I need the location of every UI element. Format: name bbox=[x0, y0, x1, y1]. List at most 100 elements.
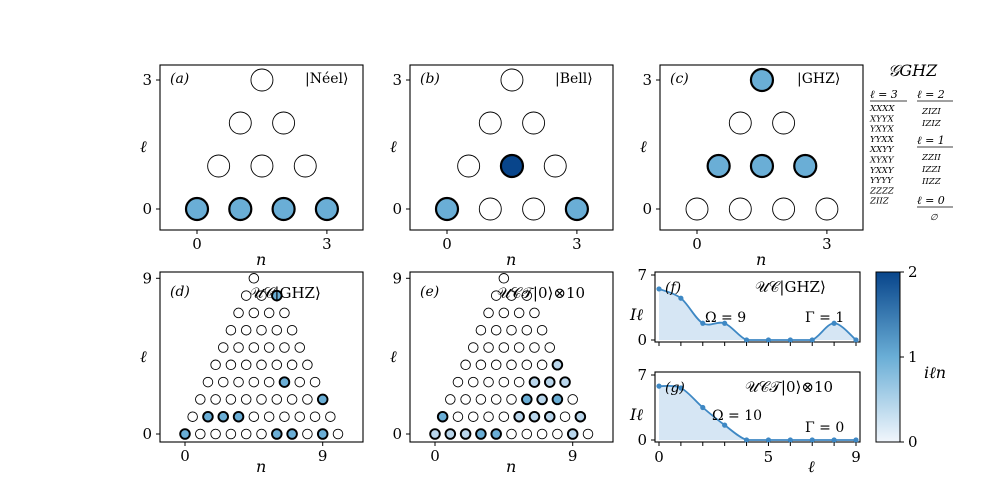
ghz-string-8: ZZZZ bbox=[869, 186, 895, 196]
curve-point-3 bbox=[722, 422, 728, 428]
panel-d-frame bbox=[159, 271, 364, 443]
ytick-0: 0 bbox=[392, 425, 402, 443]
panel-a-frame bbox=[159, 64, 364, 231]
panel-d-dots bbox=[179, 273, 344, 440]
dot-l3-n1 bbox=[468, 376, 479, 388]
dot-l1-n8 bbox=[309, 411, 321, 422]
panel-g-xlabel: ℓ bbox=[808, 457, 815, 476]
dot-l2-n6 bbox=[286, 394, 298, 405]
dot-l4-n6 bbox=[302, 359, 313, 371]
dot-l3-n4 bbox=[513, 376, 525, 388]
dot-l2-n1 bbox=[522, 111, 546, 135]
dot-l2-n4 bbox=[256, 394, 267, 405]
dot-l0-n3 bbox=[225, 428, 237, 440]
panel-a-tag: (a) bbox=[170, 71, 189, 87]
ghz-string-3: YYXX bbox=[870, 135, 894, 145]
curve-point-9 bbox=[853, 437, 859, 443]
dot-l8-n2 bbox=[271, 289, 283, 302]
dot-l1-n2 bbox=[217, 410, 229, 423]
ytick-0: 0 bbox=[142, 425, 152, 443]
dot-l0-n5 bbox=[256, 428, 267, 440]
dot-l2-n7 bbox=[302, 394, 313, 405]
dot-l3-n0 bbox=[749, 67, 775, 93]
dot-l2-n0 bbox=[445, 394, 456, 405]
panel-f-curve bbox=[656, 286, 859, 343]
dot-l1-n4 bbox=[248, 411, 260, 422]
panel-g-gamma: Γ = 0 bbox=[805, 420, 844, 436]
ytick-7: 7 bbox=[637, 366, 647, 384]
xtick-9: 9 bbox=[568, 447, 578, 465]
dot-l0-n9 bbox=[316, 428, 329, 440]
dot-l3-n2 bbox=[483, 376, 494, 388]
dot-l6-n2 bbox=[256, 324, 267, 336]
panel-e-frame bbox=[409, 271, 614, 443]
dot-l2-n2 bbox=[475, 394, 487, 405]
dot-l5-n1 bbox=[483, 342, 494, 353]
dot-l3-n4 bbox=[263, 376, 275, 388]
dot-l2-n1 bbox=[272, 111, 296, 135]
dot-l1-n2 bbox=[468, 411, 479, 422]
dot-l4-n3 bbox=[506, 359, 517, 371]
dot-l3-n3 bbox=[248, 376, 260, 388]
curve-line bbox=[658, 384, 856, 441]
dot-l0-n2 bbox=[459, 428, 472, 440]
curve-point-7 bbox=[809, 337, 815, 343]
dot-l6-n1 bbox=[240, 324, 252, 336]
ytick-0: 0 bbox=[637, 431, 647, 449]
panel-d-tag: (d) bbox=[170, 284, 190, 300]
ghz-string-1: XYYX bbox=[869, 114, 894, 124]
dot-l6-n3 bbox=[271, 324, 283, 336]
dot-l6-n2 bbox=[506, 324, 517, 336]
xtick-3: 3 bbox=[572, 235, 582, 253]
dot-l2-n3 bbox=[490, 394, 502, 405]
ghz-string-0: ZZII bbox=[921, 153, 941, 163]
dot-l0-n10 bbox=[582, 428, 594, 440]
dot-l6-n3 bbox=[521, 324, 533, 336]
dot-l6-n4 bbox=[536, 324, 548, 336]
xtick-0: 0 bbox=[442, 235, 452, 253]
dot-l1-n3 bbox=[483, 411, 494, 422]
ytick-0: 0 bbox=[142, 200, 152, 218]
dot-l4-n5 bbox=[286, 359, 298, 371]
dot-l0-n1 bbox=[195, 428, 206, 440]
curve-area bbox=[659, 385, 856, 440]
panel-e-tag: (e) bbox=[420, 284, 439, 300]
curve-point-7 bbox=[809, 437, 815, 443]
dot-l3-n2 bbox=[233, 376, 244, 388]
ytick-9: 9 bbox=[142, 269, 152, 287]
dot-l5-n1 bbox=[233, 342, 244, 353]
dot-l1-n9 bbox=[325, 411, 336, 422]
panel-b-xlabel: n bbox=[506, 250, 516, 269]
dot-l1-n5 bbox=[513, 410, 525, 423]
panel-c-dots bbox=[685, 67, 839, 221]
dot-l2-n0 bbox=[195, 394, 206, 405]
ghz-string-1: IZZI bbox=[921, 165, 941, 175]
dot-l0-n2 bbox=[271, 196, 296, 222]
ghz-string-0: ∅ bbox=[930, 213, 938, 223]
panel-b-frame bbox=[409, 64, 614, 231]
panel-e-title: 𝒰𝒞𝒯|0⟩⊗10 bbox=[497, 284, 585, 302]
dot-l1-n0 bbox=[457, 154, 481, 178]
dot-l7-n0 bbox=[483, 307, 494, 319]
dot-l1-n2 bbox=[293, 154, 317, 178]
dot-l1-n5 bbox=[263, 411, 275, 422]
curve-point-2 bbox=[700, 320, 706, 326]
dot-l0-n4 bbox=[490, 428, 502, 440]
dot-l1-n8 bbox=[559, 411, 571, 422]
dot-l5-n0 bbox=[217, 342, 229, 353]
xtick-5: 5 bbox=[764, 448, 774, 466]
dot-l4-n0 bbox=[210, 359, 221, 371]
curve-point-0 bbox=[656, 286, 662, 292]
dot-l5-n0 bbox=[468, 342, 479, 353]
colorbar-ticks: 012 bbox=[900, 263, 918, 451]
colorbar-tick-2: 2 bbox=[908, 263, 918, 281]
dot-l2-n5 bbox=[521, 393, 533, 406]
panel-f-title: 𝒰𝒞|GHZ⟩ bbox=[755, 278, 826, 296]
ytick-0: 0 bbox=[392, 200, 402, 218]
ghz-string-0: XXXX bbox=[869, 104, 895, 114]
colorbar bbox=[875, 271, 901, 443]
dot-l1-n9 bbox=[574, 410, 587, 423]
dot-l5-n2 bbox=[498, 342, 510, 353]
